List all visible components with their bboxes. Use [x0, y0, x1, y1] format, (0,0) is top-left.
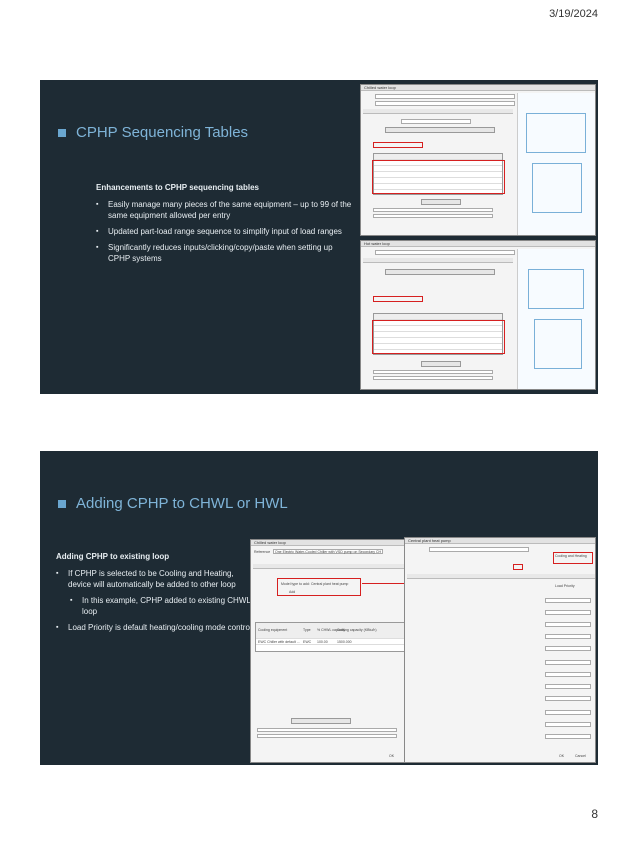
checkbox-row: [373, 376, 493, 380]
window-titlebar: Central plant heat pump: [405, 538, 595, 544]
bullet-list: If CPHP is selected to be Cooling and He…: [56, 568, 254, 633]
load-priority-value: Load Priority: [555, 584, 575, 588]
window-tabs: [407, 574, 595, 579]
highlight-box: [372, 320, 505, 354]
heat-pump-type-value: Cooling and Heating: [555, 554, 587, 558]
property-field: [545, 696, 591, 701]
property-field: [545, 634, 591, 639]
toolbar-buttons: [385, 127, 495, 133]
loop-diagram: [517, 249, 595, 389]
reference-label: Reference: [254, 550, 271, 554]
title-bullet-square-icon: [58, 129, 66, 138]
screenshot-chilled-water-loop-window: Chilled water loop Reference One Electri…: [250, 539, 430, 763]
cancel-button: Cancel: [575, 754, 586, 758]
toolbar-buttons: [385, 269, 495, 275]
property-field: [545, 660, 591, 665]
distribute-button: [421, 199, 461, 205]
ok-button: OK: [559, 754, 565, 758]
reference-field: [375, 250, 515, 255]
checkbox-row: [373, 214, 493, 218]
screenshot-central-plant-heat-pump-window: Central plant heat pump Cooling and Heat…: [404, 537, 596, 763]
annotation-arrow: [362, 583, 404, 584]
property-field: [545, 598, 591, 603]
property-field: [545, 734, 591, 739]
property-field: [545, 722, 591, 727]
highlight-box: [373, 296, 423, 302]
checkbox-row: [373, 370, 493, 374]
loop-diagram: [517, 93, 595, 235]
grid-header: % CHWL capacity: [317, 628, 346, 632]
bullet-item: Load Priority is default heating/cooling…: [56, 622, 254, 633]
property-field: [545, 672, 591, 677]
checkbox-row: [257, 734, 397, 738]
slide-title: Adding CPHP to CHWL or HWL: [58, 495, 288, 512]
checkbox-row: [257, 728, 397, 732]
body-heading: Adding CPHP to existing loop: [56, 552, 170, 561]
window-titlebar: Hot water loop: [361, 241, 595, 247]
distribute-button: [421, 361, 461, 367]
model-type-label: Model type to add:: [281, 582, 310, 586]
grid-row-type: EWC: [303, 640, 312, 644]
page-number: 8: [591, 807, 598, 821]
bullet-item: If CPHP is selected to be Cooling and He…: [56, 568, 254, 590]
highlight-box: [277, 578, 361, 596]
bullet-item: Updated part-load range sequence to simp…: [96, 226, 354, 237]
highlight-box: [513, 564, 523, 570]
slide-body: Adding CPHP to existing loop If CPHP is …: [56, 551, 254, 638]
reference-field: [273, 549, 383, 554]
model-type-field: [401, 119, 471, 124]
grid-header: Type: [303, 628, 311, 632]
slide-cphp-sequencing: CPHP Sequencing Tables Enhancements to C…: [40, 80, 598, 394]
screenshot-hot-water-loop-window: Hot water loop: [360, 240, 596, 390]
bullet-item: Easily manage many pieces of the same eq…: [96, 199, 354, 221]
slide-body: Enhancements to CPHP sequencing tables E…: [96, 182, 354, 269]
highlight-box: [373, 142, 423, 148]
slide-adding-cphp: Adding CPHP to CHWL or HWL Adding CPHP t…: [40, 451, 598, 765]
model-type-value: Central plant heat pump: [311, 582, 349, 586]
grid-row-pct: 100.00: [317, 640, 328, 644]
add-button: Add: [289, 590, 296, 594]
highlight-box: [553, 552, 593, 564]
window-tabs: [363, 258, 513, 263]
property-field: [545, 622, 591, 627]
window-titlebar: Chilled water loop: [361, 85, 595, 91]
window-tabs: [253, 564, 429, 569]
property-field: [545, 710, 591, 715]
body-heading: Enhancements to CPHP sequencing tables: [96, 183, 260, 192]
grid-row-capacity: 1500.000: [337, 640, 352, 644]
grid-header: Cooling equipment: [258, 628, 288, 632]
reference-value: One Electric Water-Cooled Chiller with V…: [275, 550, 381, 554]
grid-row-name: EWC Chiller with default ...: [258, 640, 300, 644]
screenshot-chilled-water-loop-window: Chilled water loop: [360, 84, 596, 236]
reference-field: [429, 547, 529, 552]
distribute-button: [291, 718, 351, 724]
reference-field: [375, 94, 515, 99]
slide-title: CPHP Sequencing Tables: [58, 124, 248, 141]
page-date: 3/19/2024: [549, 8, 598, 20]
bullet-item: Significantly reduces inputs/clicking/co…: [96, 242, 354, 264]
equipment-grid: [255, 622, 427, 652]
highlight-box: [372, 160, 505, 194]
bullet-list: Easily manage many pieces of the same eq…: [96, 199, 354, 264]
title-bullet-square-icon: [58, 500, 66, 509]
grid-header: Cooling capacity (KBtu/h): [337, 628, 377, 632]
property-field: [545, 684, 591, 689]
notes-field: [375, 101, 515, 106]
bullet-item: In this example, CPHP added to existing …: [70, 595, 254, 617]
checkbox-row: [373, 208, 493, 212]
window-tabs: [363, 109, 513, 114]
property-field: [545, 610, 591, 615]
window-titlebar: Chilled water loop: [251, 540, 429, 546]
property-field: [545, 646, 591, 651]
ok-button: OK: [389, 754, 395, 758]
